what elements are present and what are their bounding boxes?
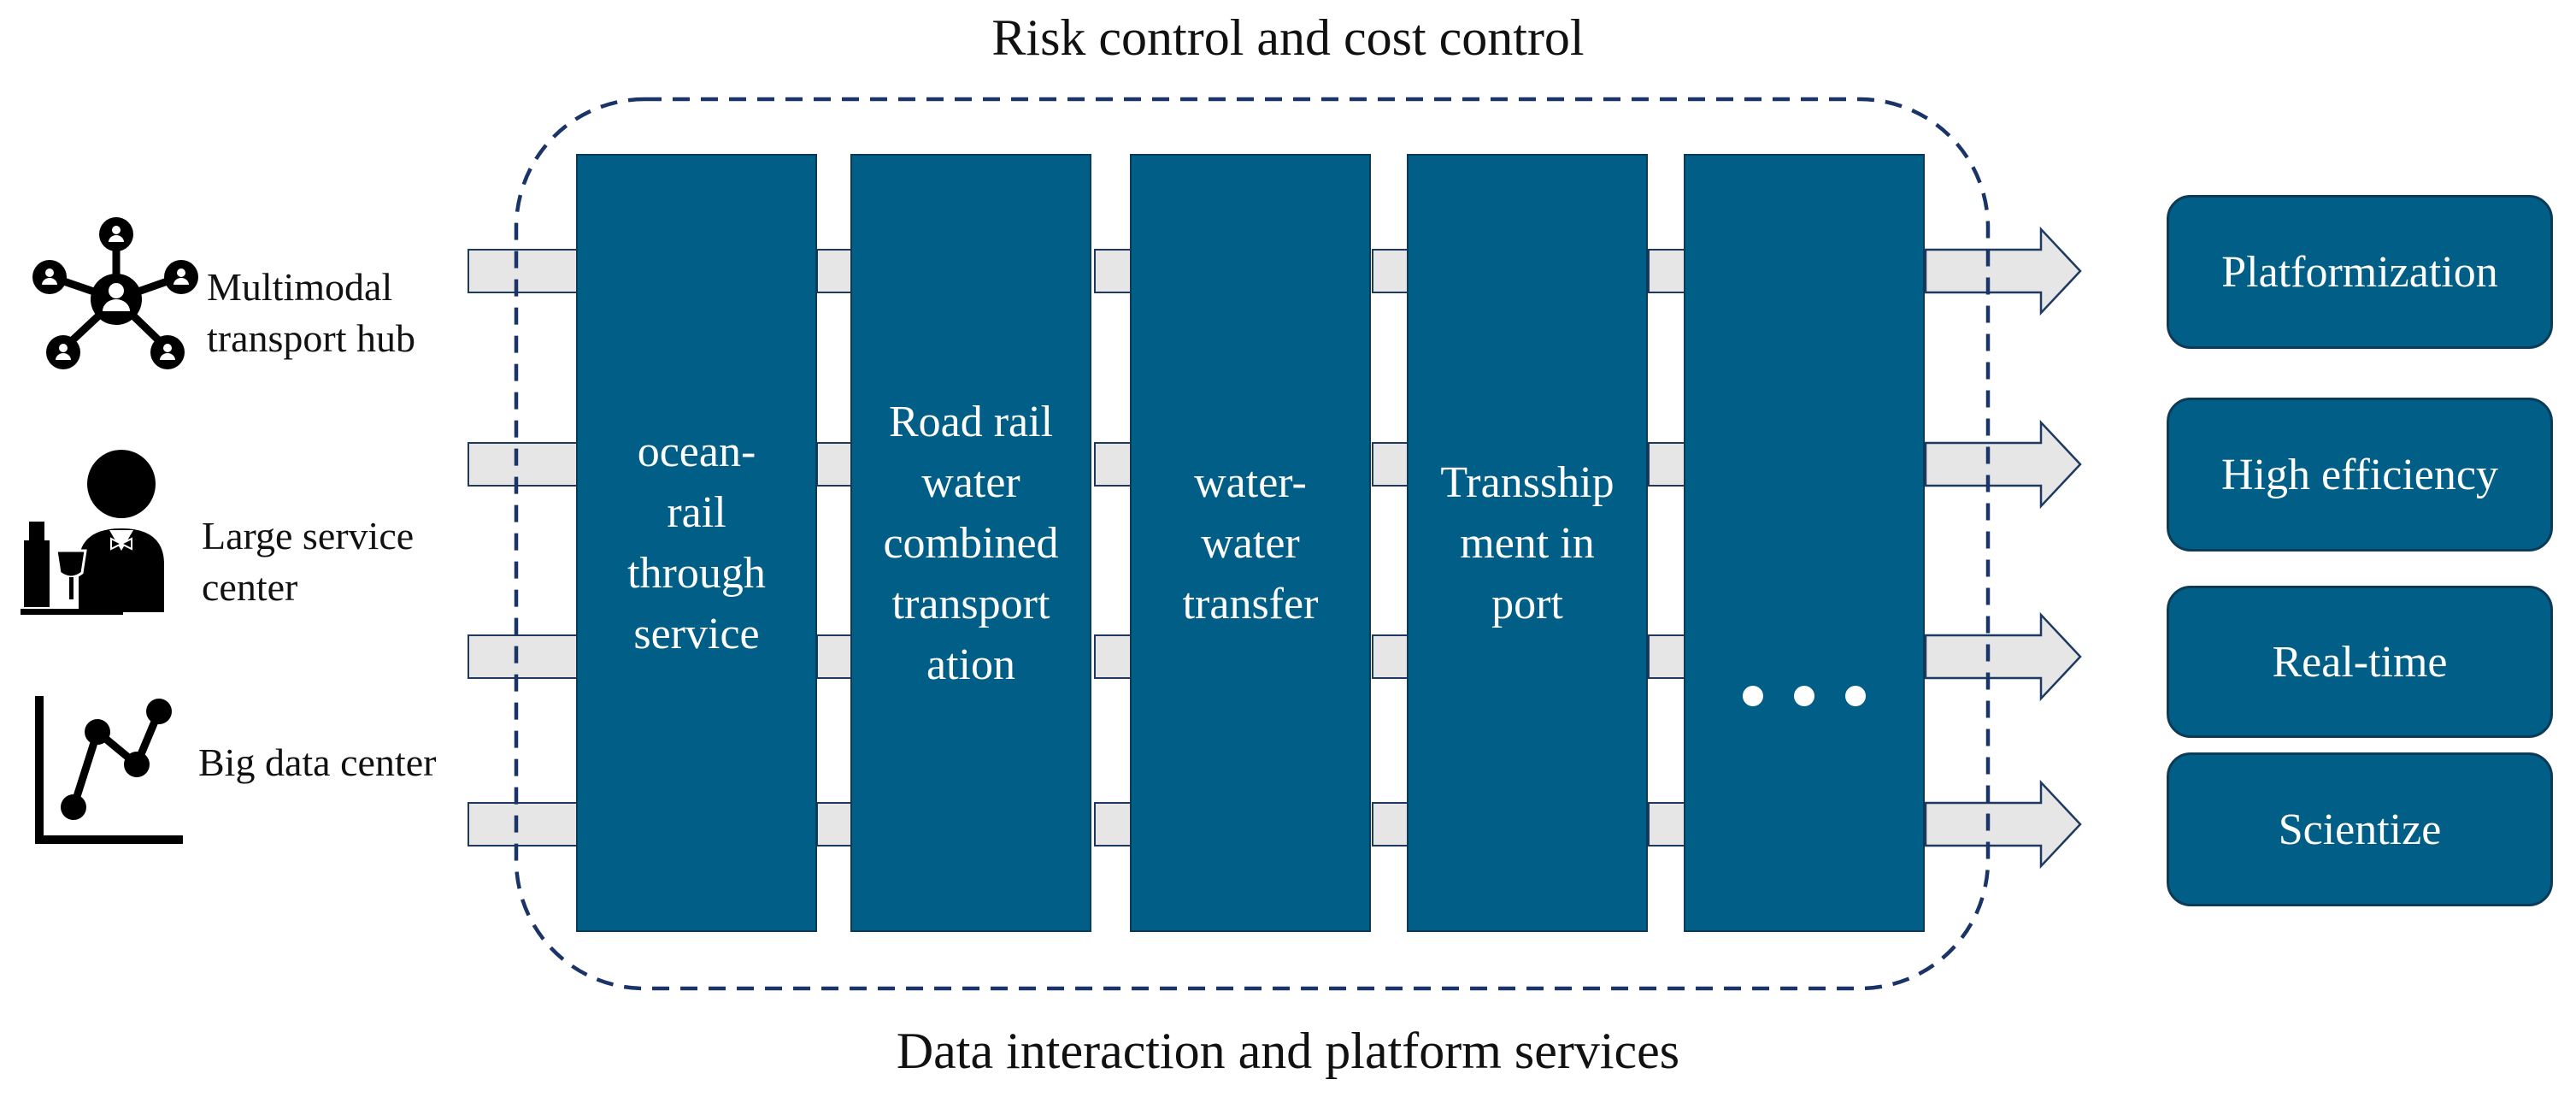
outcome-scientize: Scientize — [2167, 752, 2553, 906]
service-column-road-rail-water: Road rail water combined transport ation — [850, 154, 1091, 932]
ellipsis-icon — [1685, 686, 1923, 706]
outcome-label: High efficiency — [2221, 450, 2498, 499]
flow-arrows — [468, 226, 2082, 870]
service-column-transshipment: Transship ment in port — [1407, 154, 1648, 932]
arrow-head-2 — [1924, 419, 2082, 510]
service-label: water- water transfer — [1182, 457, 1319, 628]
arrow-head-3 — [1924, 611, 2082, 702]
dashed-enclosure — [514, 97, 1991, 991]
service-label: Road rail water combined transport ation — [883, 397, 1059, 689]
service-column-water-transfer: water- water transfer — [1130, 154, 1371, 932]
outcome-label: Platformization — [2221, 247, 2498, 297]
network-people-icon — [32, 217, 198, 369]
input-label-big-data: Big data center — [198, 740, 437, 784]
arrow-gap-segments — [816, 249, 1686, 846]
outcome-label: Real-time — [2272, 637, 2448, 687]
arrow-stub-4 — [468, 802, 579, 846]
input-label-service-center: Large service center — [202, 514, 415, 609]
input-label-multimodal: Multimodal transport hub — [207, 265, 416, 360]
top-title: Risk control and cost control — [991, 9, 1585, 66]
outcome-platformization: Platformization — [2167, 195, 2553, 349]
arrow-stub-3 — [468, 634, 579, 679]
arrow-stub-2 — [468, 442, 579, 487]
service-column-more — [1684, 154, 1925, 932]
service-column-ocean-rail: ocean- rail through service — [576, 154, 817, 932]
bottom-title: Data interaction and platform services — [896, 1023, 1680, 1079]
outcome-high-efficiency: High efficiency — [2167, 398, 2553, 552]
outcome-label: Scientize — [2278, 805, 2442, 854]
arrow-head-1 — [1924, 226, 2082, 316]
waiter-icon — [21, 450, 164, 615]
outcome-real-time: Real-time — [2167, 586, 2553, 738]
arrow-head-4 — [1924, 779, 2082, 870]
service-label: ocean- rail through service — [627, 428, 766, 658]
service-label: Transship ment in port — [1440, 457, 1614, 628]
arrow-stub-1 — [468, 249, 579, 293]
line-chart-icon — [35, 696, 183, 844]
